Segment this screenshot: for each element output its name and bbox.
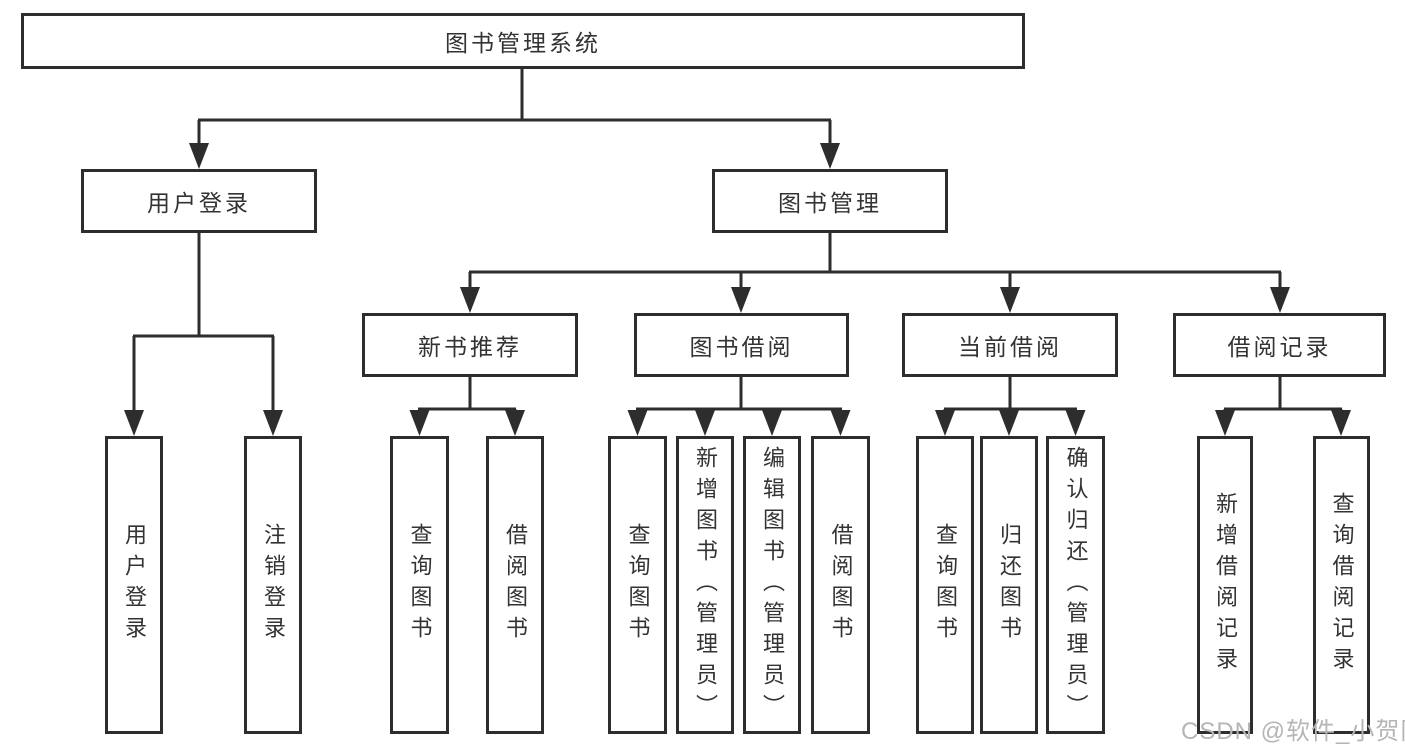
leaf-add-borrow-record: 新增借阅记录: [1197, 436, 1253, 734]
leaf-user-login: 用户登录: [105, 436, 163, 734]
connector-borrowrecord-to-leaves: [1223, 377, 1343, 412]
arrowhead-leaf-borrow-book-borrow: [830, 410, 851, 436]
connector-newbook-to-leaves: [418, 377, 517, 412]
leaf-confirm-return-admin: 确认归还（管理员）: [1046, 436, 1105, 734]
arrowhead-leaf-add-book-admin: [695, 410, 715, 436]
leaf-edit-book-admin: 编辑图书（管理员）: [743, 436, 801, 734]
leaf-add-book-admin: 新增图书（管理员）: [676, 436, 734, 734]
arrowhead-leaf-borrow-book-newbook: [505, 410, 525, 436]
node-new-book-recommend: 新书推荐: [362, 313, 578, 377]
arrowhead-leaf-query-book-borrow: [627, 410, 648, 436]
arrowhead-new-book-recommend: [460, 287, 480, 313]
connector-bookmgmt-to-level3: [468, 233, 1282, 288]
connector-userlogin-to-leaves: [132, 233, 275, 412]
arrowhead-leaf-add-borrow-record: [1215, 410, 1235, 436]
leaf-borrow-book-borrow: 借阅图书: [811, 436, 870, 734]
arrowhead-book-borrow: [731, 287, 751, 313]
arrowhead-book-management: [820, 143, 840, 169]
arrowhead-leaf-return-book: [999, 410, 1019, 436]
leaf-borrow-book-newbook: 借阅图书: [486, 436, 544, 734]
node-book-borrow: 图书借阅: [634, 313, 849, 377]
arrowhead-leaf-query-book-current: [935, 410, 955, 436]
arrowhead-leaf-confirm-return-admin: [1065, 410, 1086, 436]
connector-bookborrow-to-leaves: [636, 377, 842, 412]
watermark: CSDN @软件_小贺同学: [1181, 718, 1405, 745]
arrowhead-user-login: [189, 143, 209, 169]
connector-root-to-level2: [197, 69, 832, 145]
leaf-query-book-newbook: 查询图书: [390, 436, 449, 734]
node-book-management: 图书管理: [712, 169, 948, 233]
arrowhead-leaf-edit-book-admin: [762, 410, 782, 436]
node-current-borrow: 当前借阅: [902, 313, 1118, 377]
arrowhead-current-borrow: [1000, 287, 1020, 313]
connector-currentborrow-to-leaves: [943, 377, 1077, 412]
node-system-root: 图书管理系统: [21, 13, 1025, 69]
arrowhead-leaf-logout: [263, 410, 283, 436]
leaf-query-book-current: 查询图书: [916, 436, 974, 734]
leaf-logout: 注销登录: [244, 436, 302, 734]
arrowhead-borrow-record: [1270, 287, 1290, 313]
leaf-return-book: 归还图书: [980, 436, 1038, 734]
arrowhead-leaf-query-book-newbook: [409, 410, 430, 436]
arrowhead-leaf-user-login: [124, 410, 144, 436]
arrowhead-leaf-query-borrow-record: [1331, 410, 1351, 436]
leaf-query-borrow-record: 查询借阅记录: [1313, 436, 1370, 734]
node-user-login: 用户登录: [81, 169, 317, 233]
leaf-query-book-borrow: 查询图书: [608, 436, 667, 734]
node-borrow-record: 借阅记录: [1173, 313, 1386, 377]
